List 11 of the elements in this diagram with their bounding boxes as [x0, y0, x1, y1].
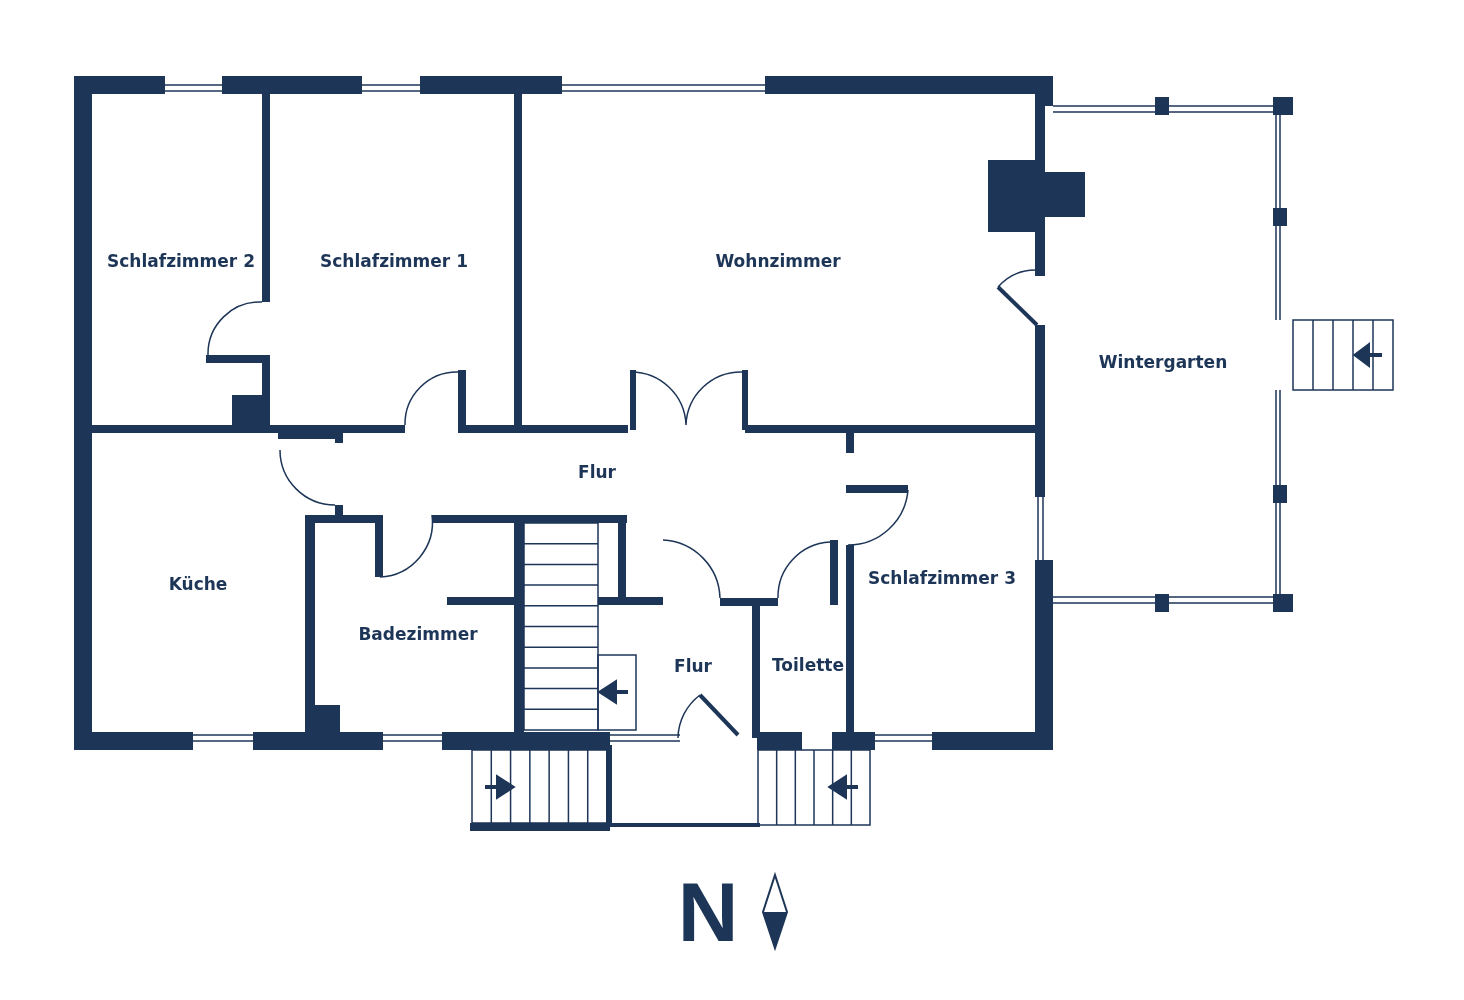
room-label: Badezimmer — [358, 624, 478, 644]
room-label: Schlafzimmer 2 — [107, 251, 255, 271]
room-label: Küche — [168, 574, 228, 594]
room-label: Schlafzimmer 1 — [320, 251, 468, 271]
north-label: N — [677, 863, 739, 961]
room-label: Toilette — [772, 655, 844, 675]
room-label: Schlafzimmer 3 — [868, 568, 1016, 588]
room-label: Flur — [674, 656, 712, 676]
room-label: Flur — [578, 462, 616, 482]
room-label: Wohnzimmer — [715, 251, 841, 271]
room-label: Wintergarten — [1098, 352, 1228, 372]
